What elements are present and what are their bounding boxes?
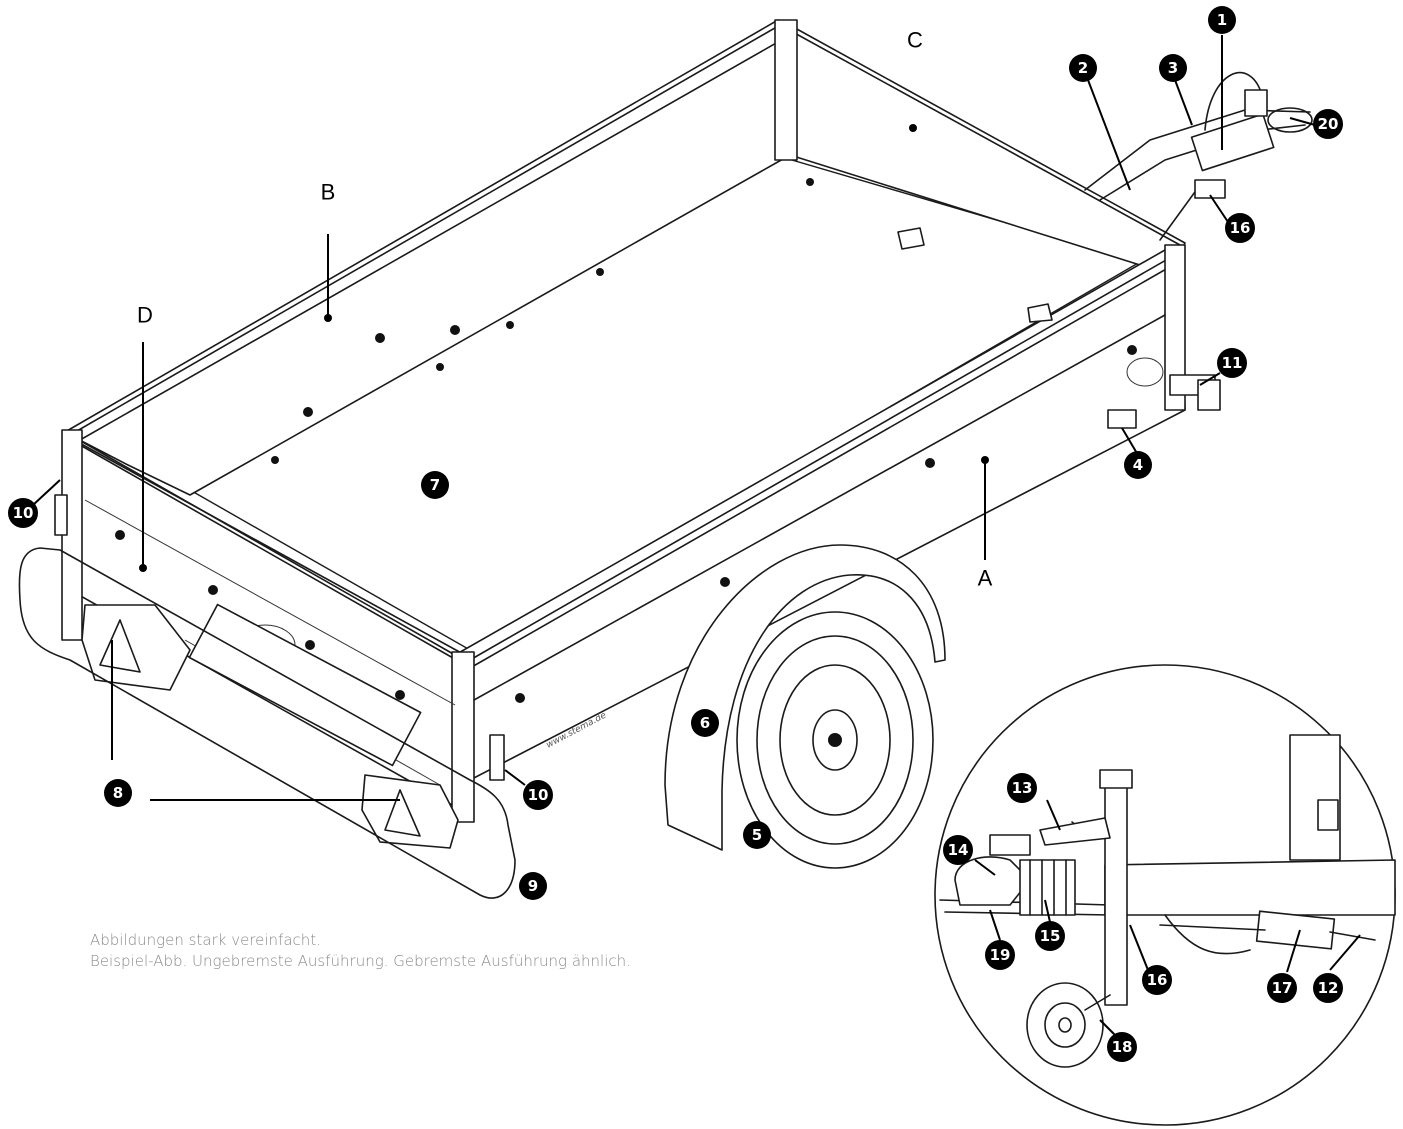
svg-text:10: 10 — [528, 786, 549, 804]
svg-text:16: 16 — [1230, 219, 1251, 237]
corner-post-front-left — [774, 19, 798, 161]
svg-text:8: 8 — [113, 784, 123, 802]
badge-6: 6 — [691, 709, 719, 737]
jockey-wheel — [1026, 982, 1104, 1068]
plate-holder — [1107, 409, 1137, 429]
drawbar — [1084, 71, 1313, 241]
letter-labels: A B C D — [137, 28, 993, 591]
badge-7: 7 — [421, 471, 449, 499]
badge-14: 14 — [943, 835, 973, 865]
svg-text:9: 9 — [528, 877, 538, 895]
badge-20: 20 — [1313, 109, 1343, 139]
svg-text:3: 3 — [1168, 59, 1178, 77]
label-letter-d: D — [137, 303, 153, 328]
badge-19: 19 — [985, 940, 1015, 970]
rear-light-left — [81, 604, 191, 691]
cable — [1204, 71, 1263, 131]
badge-5: 5 — [743, 821, 771, 849]
trailer-body: www.stema.de — [61, 19, 1186, 823]
svg-text:15: 15 — [1040, 927, 1061, 945]
rear-lights — [54, 494, 505, 849]
svg-text:18: 18 — [1112, 1038, 1133, 1056]
svg-text:6: 6 — [700, 714, 710, 732]
label-letter-a: A — [978, 566, 993, 591]
label-dots — [139, 124, 989, 572]
badge-18: 18 — [1107, 1032, 1137, 1062]
badge-3: 3 — [1159, 54, 1187, 82]
number-badges: 1 2 3 4 5 6 7 8 9 10 10 11 12 13 14 15 1… — [8, 6, 1343, 1062]
caption-line-2: Beispiel-Abb. Ungebremste Ausführung. Ge… — [90, 952, 631, 970]
badge-16-detail: 16 — [1142, 965, 1172, 995]
badge-4: 4 — [1124, 451, 1152, 479]
coupling-head — [1190, 113, 1275, 172]
lighting-group-outline — [18, 547, 516, 899]
badge-17: 17 — [1267, 973, 1297, 1003]
handbrake-lever — [1039, 817, 1111, 846]
corner-post-front-right — [1164, 244, 1186, 411]
badge-15: 15 — [1035, 921, 1065, 951]
badge-10-right: 10 — [523, 780, 553, 810]
svg-text:5: 5 — [752, 826, 762, 844]
badge-13: 13 — [1007, 773, 1037, 803]
svg-text:16: 16 — [1147, 971, 1168, 989]
caption-line-1: Abbildungen stark vereinfacht. — [90, 931, 321, 949]
mudguard — [664, 544, 946, 851]
svg-text:10: 10 — [13, 504, 34, 522]
svg-text:17: 17 — [1272, 979, 1293, 997]
badge-11: 11 — [1217, 348, 1247, 378]
svg-text:2: 2 — [1078, 59, 1088, 77]
badge-1: 1 — [1208, 6, 1236, 34]
bellows — [1019, 859, 1076, 916]
side-wall-b — [69, 24, 791, 496]
svg-text:20: 20 — [1318, 115, 1339, 133]
badge-8: 8 — [104, 779, 132, 807]
svg-text:7: 7 — [430, 476, 440, 494]
caption: Abbildungen stark vereinfacht. Beispiel-… — [90, 930, 631, 972]
badge-10-left: 10 — [8, 498, 38, 528]
svg-text:4: 4 — [1133, 456, 1143, 474]
badge-16-top: 16 — [1225, 213, 1255, 243]
svg-text:19: 19 — [990, 946, 1011, 964]
damper — [1255, 910, 1336, 950]
svg-text:1: 1 — [1217, 11, 1227, 29]
label-letter-b: B — [321, 180, 336, 205]
bolts — [115, 178, 1137, 703]
svg-text:12: 12 — [1318, 979, 1339, 997]
leader-lines — [32, 35, 1361, 1036]
svg-text:13: 13 — [1012, 779, 1033, 797]
mudguard-and-wheel — [664, 544, 946, 869]
svg-text:11: 11 — [1222, 354, 1243, 372]
badge-9: 9 — [519, 872, 547, 900]
badge-12: 12 — [1313, 973, 1343, 1003]
label-letter-c: C — [907, 28, 923, 53]
jockey-wheel-stem — [1104, 784, 1128, 1006]
svg-text:14: 14 — [948, 841, 969, 859]
detail-view — [934, 664, 1396, 1126]
badge-2: 2 — [1069, 54, 1097, 82]
corner-post-rear-right — [451, 651, 475, 823]
